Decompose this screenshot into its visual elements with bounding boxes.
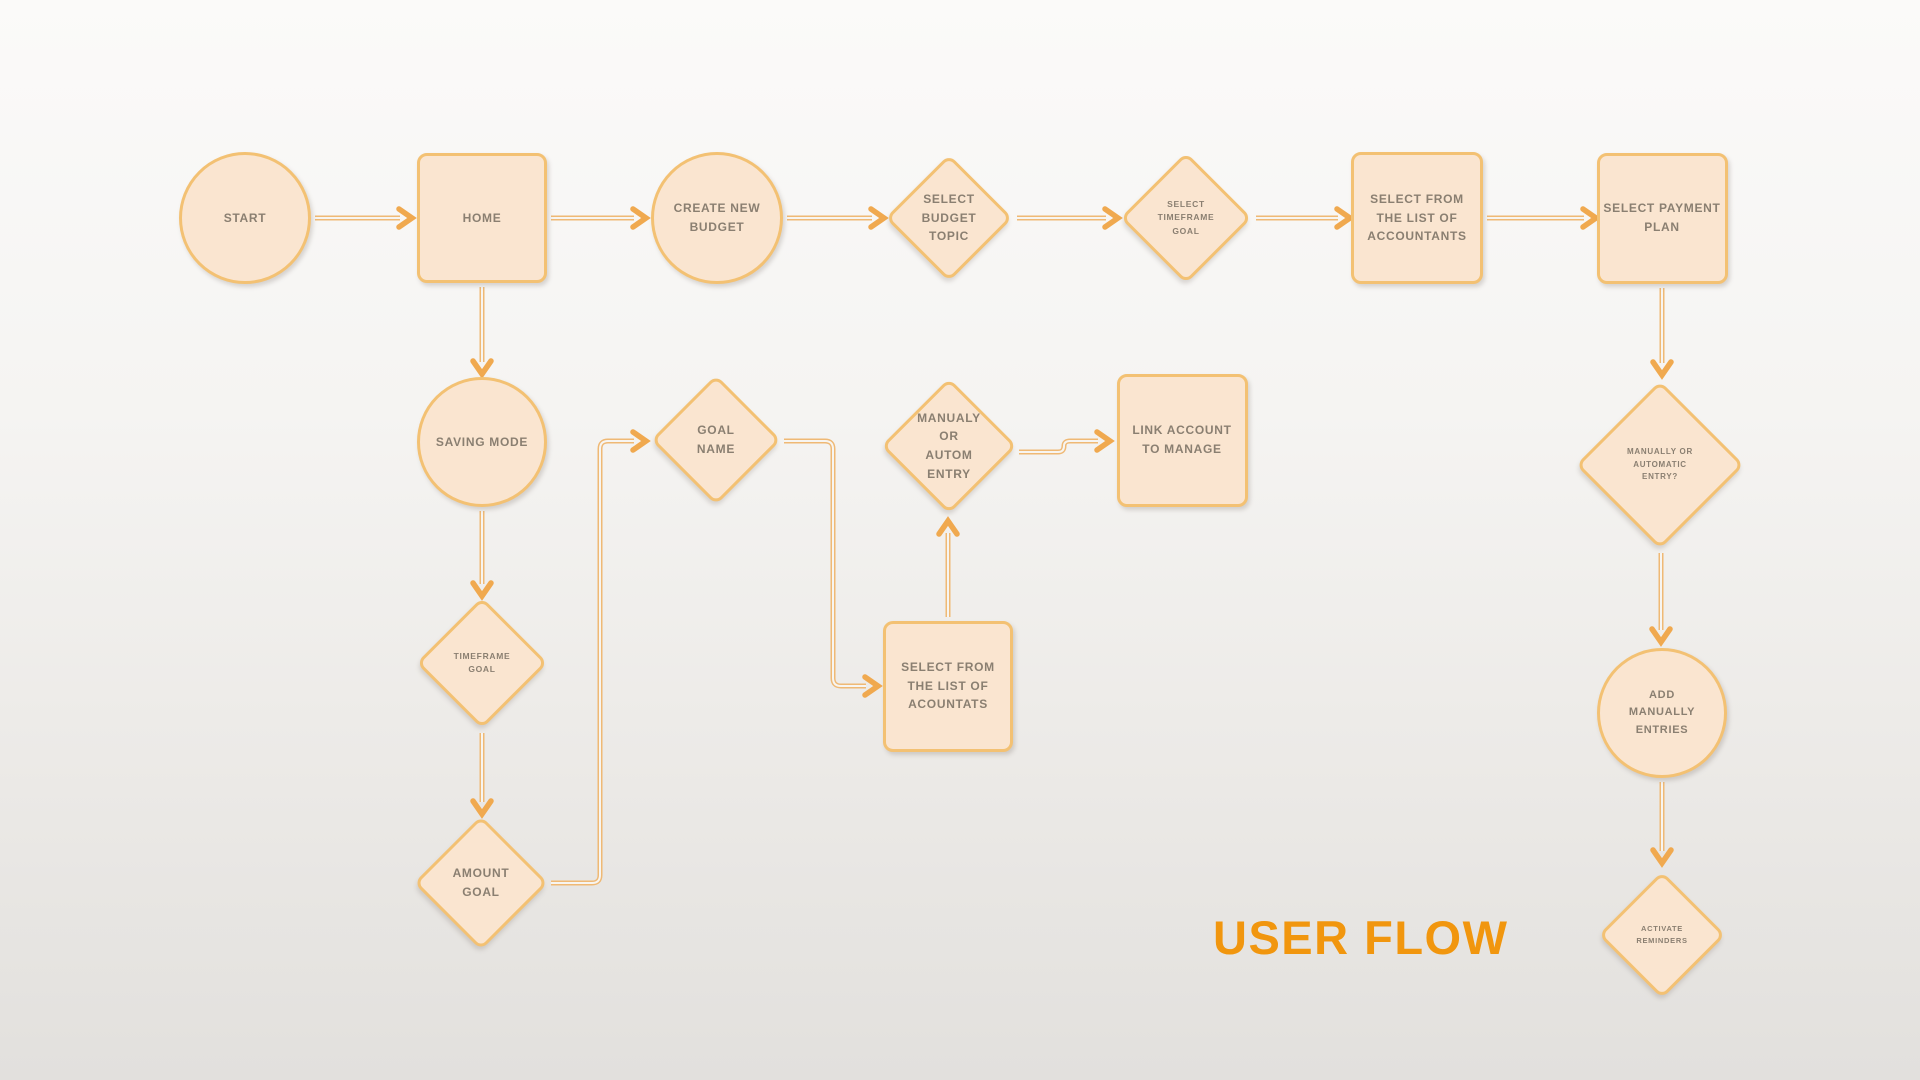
connector-start-to-home	[315, 206, 417, 230]
node-select-timeframe-goal: SELECT TIMEFRAME GOAL	[1120, 152, 1252, 284]
connector-add-manually-entries-to-activate-reminders	[1650, 782, 1674, 868]
arrowhead-icon	[630, 206, 651, 230]
arrowhead-icon	[1649, 626, 1673, 647]
node-amount-goal: AMOUNT GOAL	[413, 815, 549, 951]
node-label-start: START	[223, 210, 267, 225]
connector-timeframe-goal-to-amount-goal	[470, 733, 494, 819]
node-start: START	[179, 152, 311, 284]
connector-select-payment-plan-to-manually-or-automatic-entry	[1650, 288, 1674, 380]
node-label-goal-name: GOAL NAME	[696, 423, 736, 456]
arrowhead-icon	[1650, 359, 1674, 380]
arrowhead-icon	[868, 206, 889, 230]
node-activate-reminders: ACTIVATE REMINDERS	[1598, 871, 1726, 999]
node-create-new-budget: CREATE NEW BUDGET	[651, 152, 783, 284]
node-manually-or-automatic-entry: MANUALLY OR AUTOMATIC ENTRY?	[1575, 380, 1745, 550]
connector-saving-mode-to-timeframe-goal	[470, 511, 494, 601]
arrowhead-icon	[936, 516, 960, 537]
arrowhead-icon	[470, 798, 494, 819]
diagram-title: USER FLOW	[1213, 911, 1509, 964]
node-label-amount-goal: AMOUNT GOAL	[452, 866, 510, 899]
node-label-select-timeframe-goal: SELECT TIMEFRAME GOAL	[1157, 199, 1215, 236]
arrowhead-icon	[630, 429, 651, 453]
node-add-manually-entries: ADD MANUALLY ENTRIES	[1597, 648, 1727, 778]
node-select-list-accountants: SELECT FROM THE LIST OF ACCOUNTANTS	[1351, 152, 1483, 284]
arrowhead-icon	[1094, 429, 1115, 453]
connector-manualy-or-autom-entry-to-link-account-to-manage	[1019, 429, 1115, 455]
arrowhead-icon	[1334, 206, 1355, 230]
node-label-select-payment-plan: SELECT PAYMENT PLAN	[1603, 201, 1721, 234]
node-link-account-to-manage: LINK ACCOUNT TO MANAGE	[1116, 373, 1248, 507]
arrowhead-icon	[1650, 847, 1674, 868]
connector-select-timeframe-goal-to-select-list-accountants	[1256, 206, 1355, 230]
connector-select-budget-topic-to-select-timeframe-goal	[1017, 206, 1123, 230]
connector-amount-goal-to-goal-name	[551, 429, 651, 886]
node-label-select-list-acountats: SELECT FROM THE LIST OF ACOUNTATS	[901, 660, 995, 712]
node-label-saving-mode: SAVING MODE	[435, 434, 529, 449]
node-label-timeframe-goal: TIMEFRAME GOAL	[453, 650, 511, 674]
connector-select-list-accountants-to-select-payment-plan	[1487, 206, 1601, 230]
connector-goal-name-to-select-list-acountats	[784, 438, 883, 698]
node-select-payment-plan: SELECT PAYMENT PLAN	[1596, 152, 1728, 284]
arrowhead-icon	[1102, 206, 1123, 230]
node-select-list-acountats: SELECT FROM THE LIST OF ACOUNTATS	[883, 620, 1013, 752]
connector-manually-or-automatic-entry-to-add-manually-entries	[1649, 553, 1673, 647]
node-select-budget-topic: SELECT BUDGET TOPIC	[885, 154, 1013, 282]
arrowhead-icon	[862, 674, 883, 698]
node-label-manually-or-automatic-entry: MANUALLY OR AUTOMATIC ENTRY?	[1627, 447, 1693, 482]
arrowhead-icon	[470, 358, 494, 379]
node-manualy-or-autom-entry: MANUALY OR AUTOM ENTRY	[881, 378, 1017, 514]
node-saving-mode: SAVING MODE	[417, 377, 547, 507]
connector-select-list-acountats-to-manualy-or-autom-entry	[936, 516, 960, 617]
connector-home-to-create-new-budget	[551, 206, 651, 230]
node-home: HOME	[417, 153, 547, 283]
node-label-select-budget-topic: SELECT BUDGET TOPIC	[921, 192, 977, 244]
node-timeframe-goal: TIMEFRAME GOAL	[416, 597, 548, 729]
connector-home-to-saving-mode	[470, 287, 494, 379]
node-goal-name: GOAL NAME	[650, 374, 782, 506]
arrowhead-icon	[470, 580, 494, 601]
connector-create-new-budget-to-select-budget-topic	[787, 206, 889, 230]
node-label-add-manually-entries: ADD MANUALLY ENTRIES	[1628, 689, 1696, 736]
arrowhead-icon	[396, 206, 417, 230]
node-label-activate-reminders: ACTIVATE REMINDERS	[1636, 924, 1688, 945]
node-label-home: HOME	[462, 210, 502, 225]
node-label-manualy-or-autom-entry: MANUALY OR AUTOM ENTRY	[917, 410, 981, 481]
node-label-create-new-budget: CREATE NEW BUDGET	[673, 201, 761, 234]
node-label-link-account-to-manage: LINK ACCOUNT TO MANAGE	[1132, 423, 1232, 456]
node-label-select-list-accountants: SELECT FROM THE LIST OF ACCOUNTANTS	[1367, 192, 1467, 244]
arrowhead-icon	[1580, 206, 1601, 230]
